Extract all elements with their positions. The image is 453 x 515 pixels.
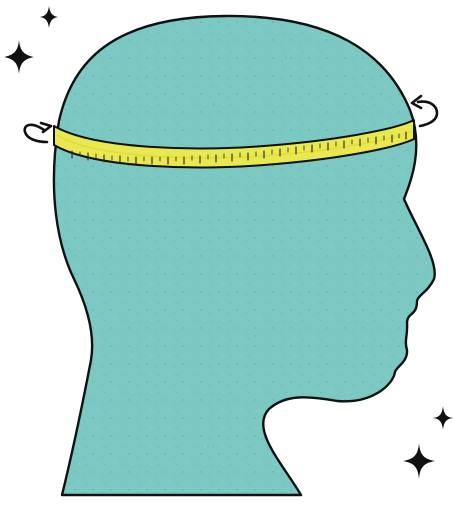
rotation-arrow-icon-left [25,123,51,142]
sparkle-icon-top-left-large [4,40,34,74]
rotation-arrow-icon-right [412,96,437,126]
sparkle-icon-top-left-small [40,6,58,28]
sparkle-icon-bottom-right-small [433,406,453,430]
head-silhouette [54,16,435,495]
sparkle-icon-bottom-right-large [403,443,435,479]
